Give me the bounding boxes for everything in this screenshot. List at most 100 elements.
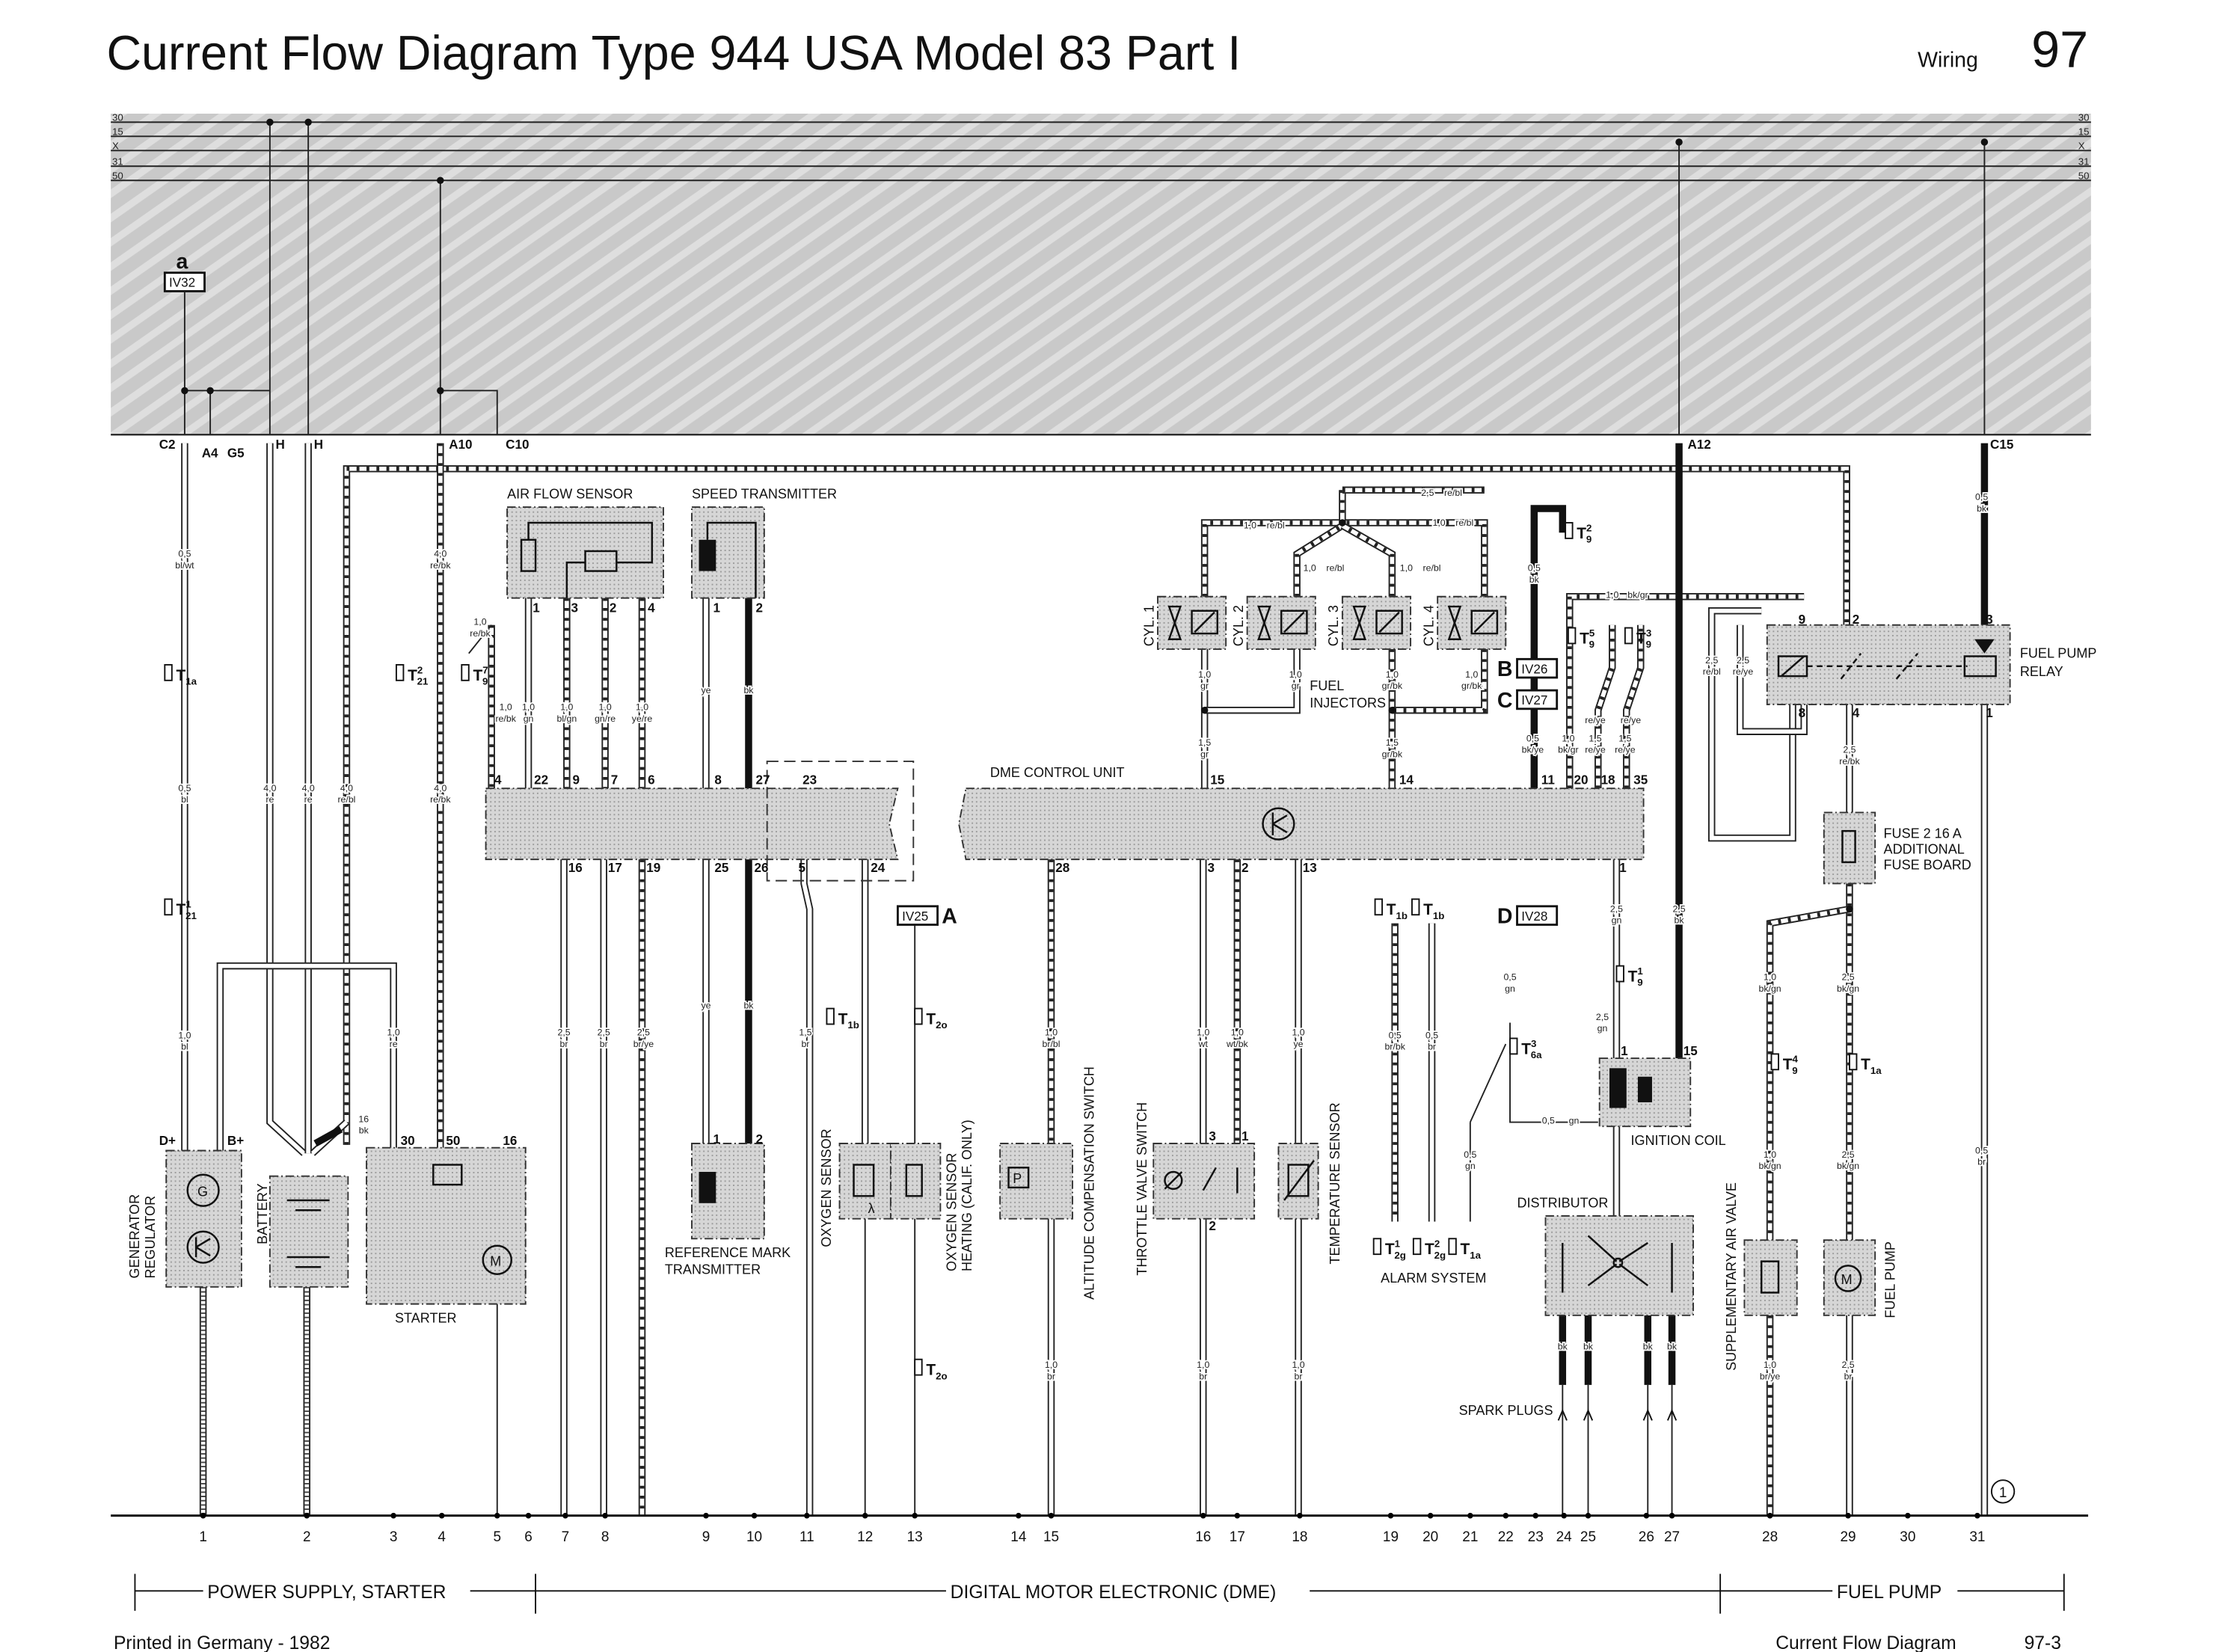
bus-label-right: 31 — [2078, 156, 2090, 167]
column-number: 13 — [907, 1529, 923, 1545]
fuse-ref-code: IV25 — [902, 909, 928, 924]
wire-color-label: br — [1977, 1156, 1986, 1167]
injector-coil-icon — [1194, 611, 1215, 633]
wire-color-label: wt — [1198, 1039, 1209, 1049]
wire-gauge-label: 1,5 — [1589, 733, 1601, 743]
bus-label-left: 15 — [112, 126, 123, 137]
temperature-sensor-label: TEMPERATURE SENSOR — [1328, 1102, 1342, 1264]
column-number: 5 — [493, 1529, 501, 1545]
wire-gauge-label: 4,0 — [340, 783, 353, 793]
distributor: DISTRIBUTOR SPARK PLUGS — [1459, 1195, 1694, 1418]
wire-color-label: gn — [1569, 1115, 1580, 1126]
connector-base: T — [926, 1010, 936, 1028]
wire-color-label: gn — [1465, 1161, 1476, 1171]
ground-junction — [1669, 1512, 1675, 1519]
wire-gauge-label: 1,0 — [1386, 669, 1399, 680]
wire-core — [268, 443, 306, 1155]
pin-number: 30 — [401, 1134, 415, 1148]
connector-icon — [1374, 898, 1384, 916]
wire-color-tag: bk — [1643, 1341, 1654, 1351]
pin-number: 1 — [713, 601, 720, 615]
fuse-ref-box — [1516, 689, 1559, 710]
wire-gauge-label: 2,5 — [1596, 1012, 1609, 1022]
connector-base: T — [1580, 630, 1589, 647]
wire-gauge-label: 1,0 — [1304, 563, 1316, 574]
ground-junction — [1974, 1512, 1980, 1519]
wire-gauge-label: 0,5 — [178, 549, 191, 559]
wire-gauge-label: 1,0 — [1045, 1360, 1058, 1370]
connector-sup: 5 — [1589, 627, 1595, 639]
wire-gauge-label: 2,5 — [1672, 903, 1685, 914]
wire-gauge-label: 1,0 — [1289, 669, 1302, 680]
oxygen-sensor-label: OXYGEN SENSOR — [819, 1129, 834, 1247]
wire-color-label: bk/gn — [1837, 1161, 1859, 1171]
pin-number: 1 — [1619, 861, 1627, 875]
reference-mark-label: TRANSMITTER — [665, 1262, 761, 1277]
fuse-ref-letter: B — [1497, 657, 1513, 681]
wire-gauge-label: 16 — [358, 1114, 369, 1125]
page-number: 97 — [2031, 21, 2088, 78]
junction-dot — [1200, 706, 1209, 714]
wire-gauge-label: 1,0 — [178, 1030, 191, 1040]
wire-color-label: re/bl — [1703, 666, 1721, 677]
temperature-sensor: TEMPERATURE SENSOR — [1277, 1102, 1342, 1264]
fuse-ref-letter: C — [1497, 689, 1513, 713]
ground-junction — [1767, 1512, 1773, 1519]
terminal-label: A10 — [449, 437, 472, 452]
oxygen-heating-label: OXYGEN SENSOR — [944, 1153, 959, 1271]
ground-junction — [912, 1512, 918, 1519]
pin-number: 35 — [1633, 773, 1648, 787]
junction-dot — [437, 387, 444, 395]
column-number: 14 — [1010, 1529, 1026, 1545]
fuel-pump-label: FUEL PUMP — [1883, 1241, 1898, 1318]
ground-junction — [1200, 1512, 1206, 1519]
altitude-switch-label: ALTITUDE COMPENSATION SWITCH — [1082, 1066, 1097, 1300]
wire-color-label: gr/bk — [1461, 681, 1482, 691]
wire-gauge-label: 2,5 — [1421, 488, 1434, 498]
connector-sub: 2g — [1394, 1250, 1406, 1261]
wire-color-label: bk — [1675, 915, 1685, 926]
wire-gauge-label: 0,5 — [1975, 492, 1988, 503]
connector-icon — [395, 663, 405, 681]
wire-gauge-label: 1,5 — [799, 1028, 811, 1038]
pin-number: 11 — [1541, 773, 1556, 787]
wire-gauge-label: 2,5 — [557, 1028, 570, 1038]
lambda-symbol: λ — [868, 1201, 875, 1216]
wire-gauge-label: 2,5 — [1841, 1360, 1854, 1370]
connector-icon — [1615, 965, 1624, 983]
wire-gauge-label: 4,0 — [302, 783, 315, 793]
wire-color-label: bk — [1977, 503, 1987, 514]
connector-base: T — [1385, 1241, 1395, 1258]
column-number: 20 — [1422, 1529, 1438, 1545]
wire-gauge-label: 1,0 — [1045, 1028, 1058, 1038]
bus-label-left: X — [112, 140, 119, 151]
wire-color-label: gn — [1505, 983, 1515, 994]
wire-color-label: br — [600, 1039, 608, 1049]
injector-coil-icon — [1375, 609, 1403, 635]
fuel-injectors-label: INJECTORS — [1310, 696, 1386, 710]
wire-gauge-label: 0,5 — [1464, 1149, 1476, 1160]
fuse-reference-a: a IV32 — [163, 250, 206, 292]
connector-sup: 3 — [1531, 1038, 1536, 1049]
spark-plug-arrow-icon — [1583, 1408, 1594, 1421]
column-number: 29 — [1841, 1529, 1856, 1545]
column-number: 27 — [1664, 1529, 1680, 1545]
connector-sub: 1a — [185, 676, 197, 687]
spark-plug-arrow-icon — [1666, 1408, 1678, 1421]
ground-junction — [390, 1512, 396, 1519]
fuel-injectors-label: FUEL — [1310, 678, 1344, 693]
wire-color-label: bk/ye — [1522, 745, 1544, 755]
dme-control-unit-label: DME CONTROL UNIT — [990, 765, 1125, 780]
pin-number: 28 — [1055, 861, 1069, 875]
wire-core — [1709, 608, 1795, 841]
wire-gauge-label: 1,0 — [1244, 521, 1256, 531]
wire-gauge-label: 2,5 — [1610, 903, 1623, 914]
wire-gauge-label: 2,5 — [1737, 655, 1749, 666]
